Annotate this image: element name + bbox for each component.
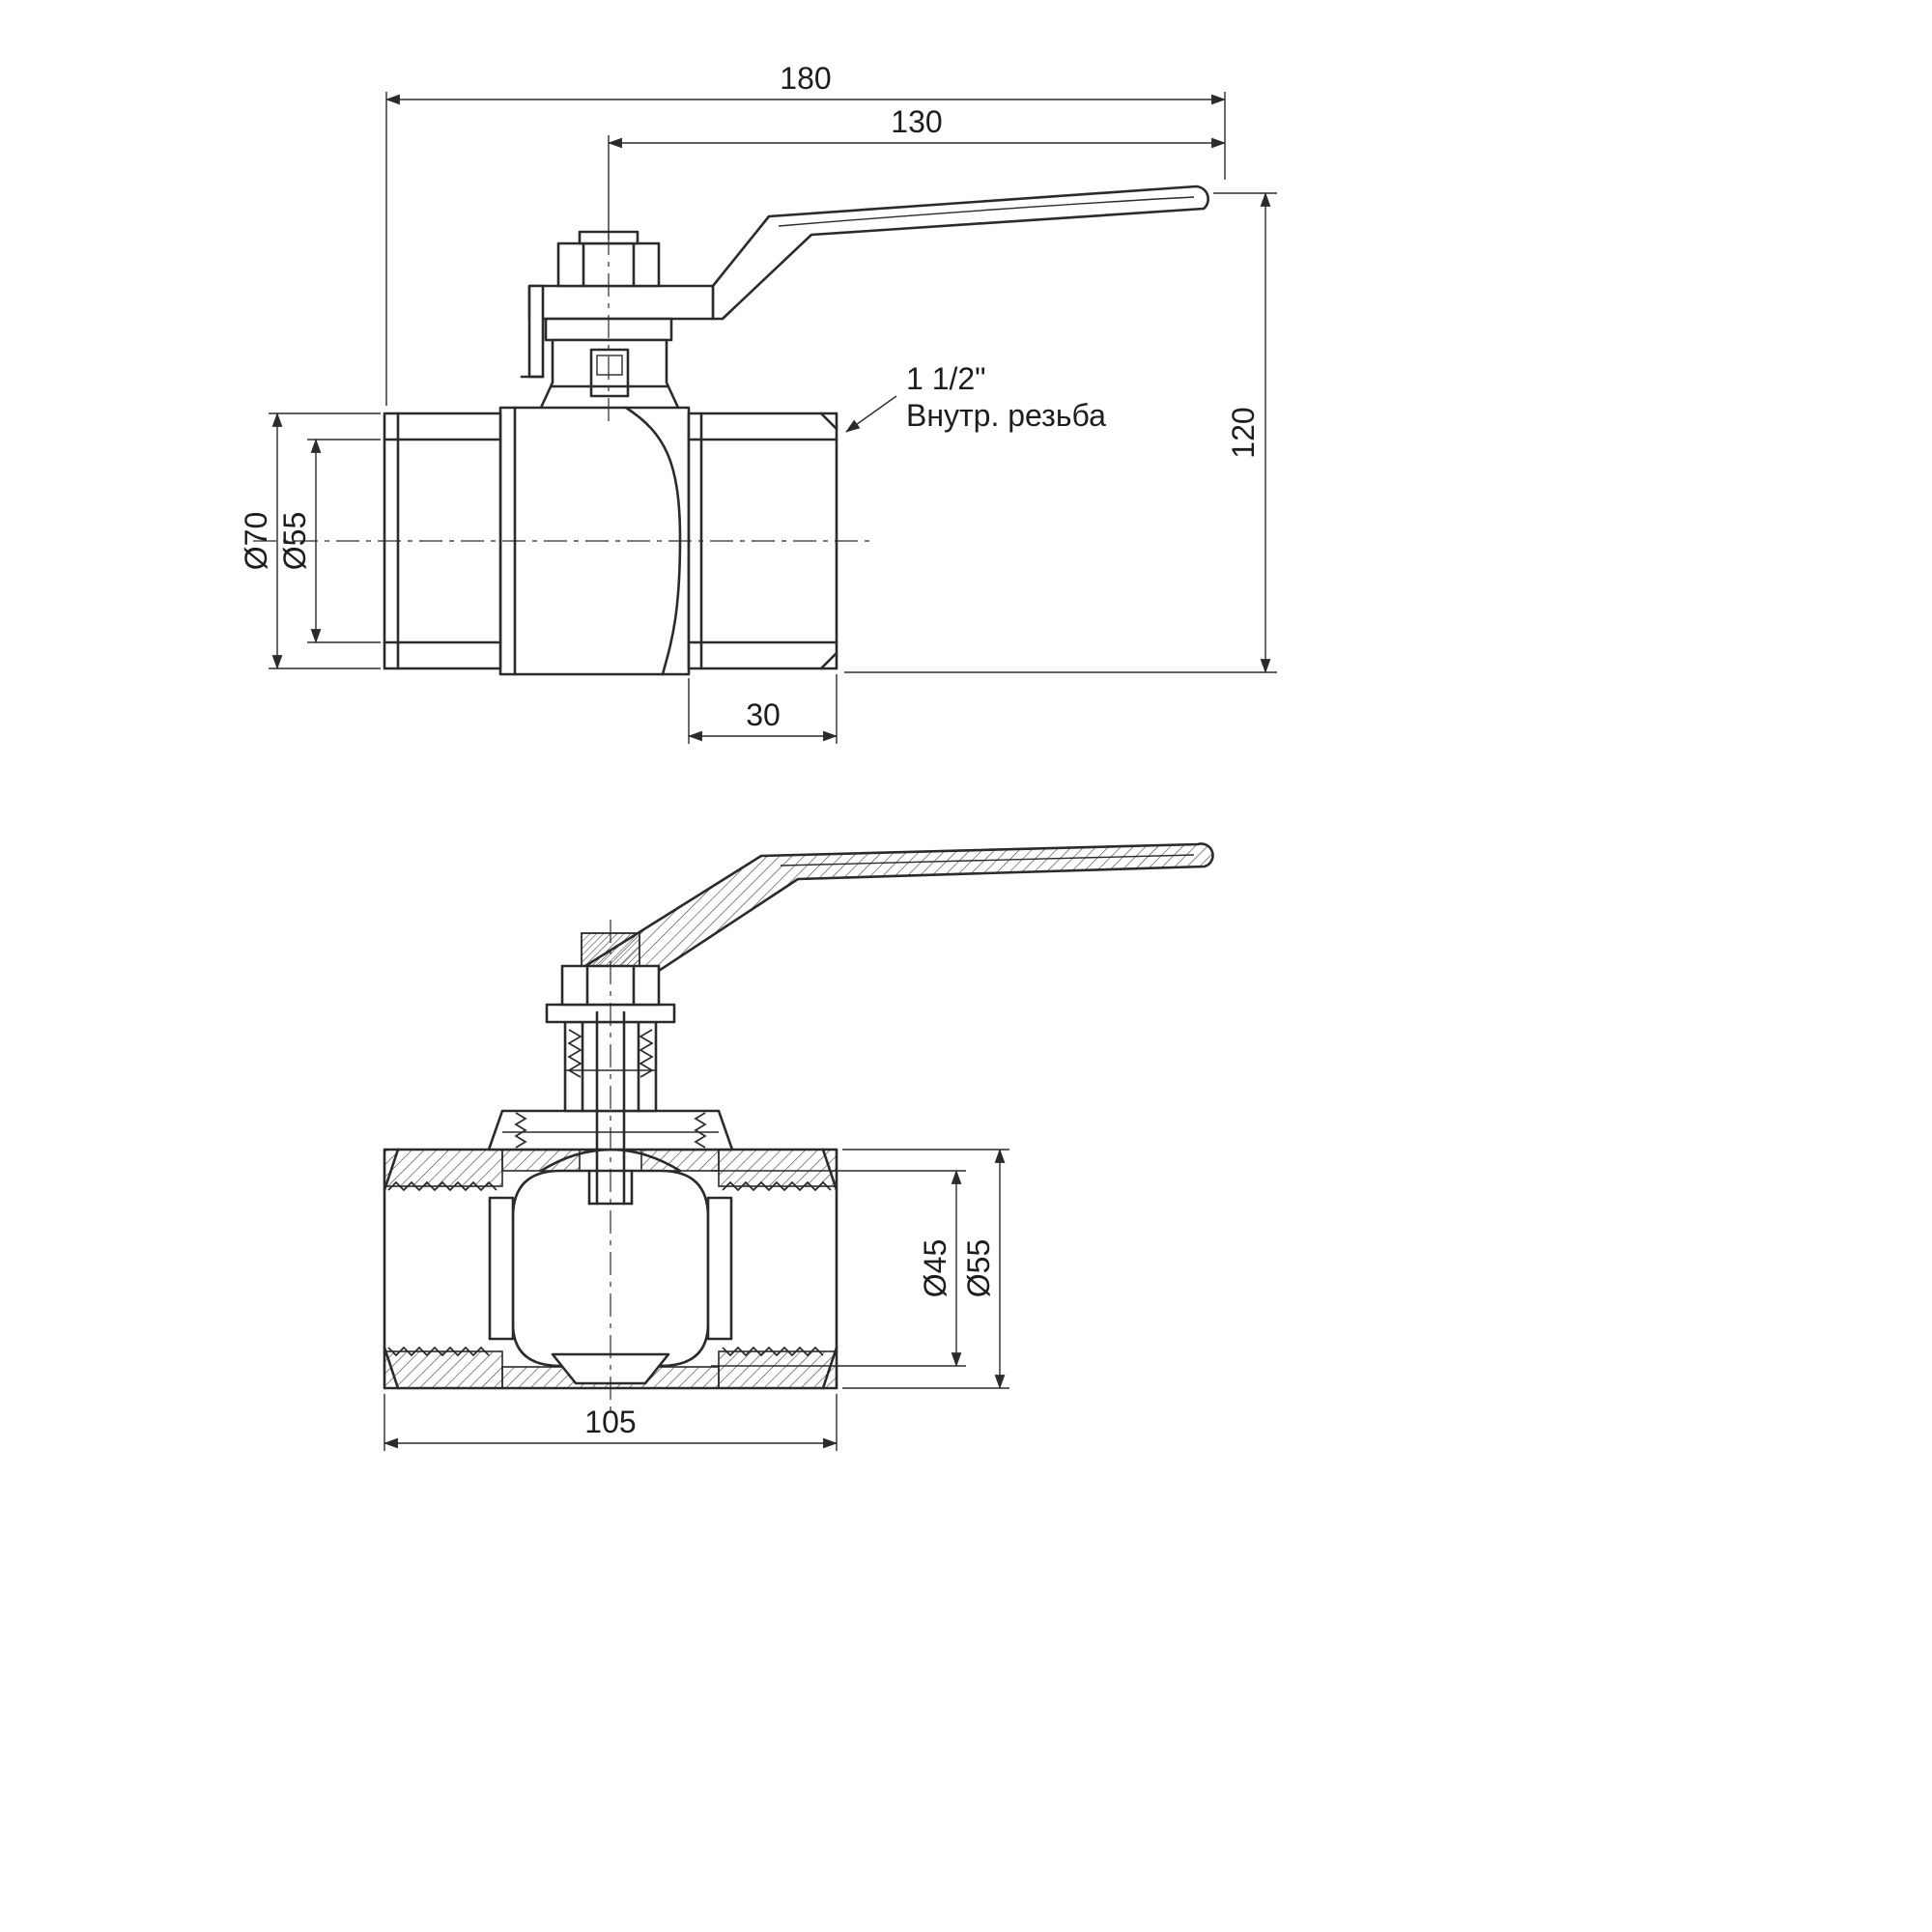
dim-body-length: 105 (383, 1394, 838, 1451)
dim-handle-length: 130 (607, 104, 1227, 240)
section-stem (545, 932, 676, 1206)
dim-port-depth-label: 30 (746, 697, 781, 732)
dim-outer-diameter-label: Ø70 (239, 512, 273, 570)
handle-stop-tab (527, 284, 545, 379)
side-view-centerlines (253, 232, 869, 542)
dim-port-depth: 30 (687, 674, 838, 744)
dim-height-label: 120 (1226, 407, 1261, 458)
thread-size-label: 1 1/2" (906, 361, 986, 396)
dim-bore-diameter: Ø55 (842, 1148, 1009, 1390)
section-handle-lever (583, 842, 1214, 993)
side-view-handle (520, 185, 1209, 379)
neck-detail (589, 348, 630, 398)
thread-annotation: 1 1/2" Внутр. резьба (845, 361, 1106, 433)
thread-type-label: Внутр. резьба (906, 398, 1106, 433)
dim-handle-length-label: 130 (891, 104, 942, 139)
handle-lever (711, 185, 1209, 321)
dim-nut-diameter-label: Ø55 (277, 512, 312, 570)
body-curve (624, 406, 682, 676)
dim-total-length-label: 180 (780, 61, 831, 96)
section-handle (583, 842, 1214, 993)
handle-base-plate (527, 284, 715, 321)
section-view: Ø45 Ø55 105 (383, 842, 1214, 1451)
seat-right (706, 1196, 733, 1341)
dim-outer-diameter: Ø70 (239, 412, 381, 670)
section-nut (560, 964, 661, 1007)
dim-ball-diameter-label: Ø45 (918, 1239, 952, 1297)
seat-left (488, 1196, 515, 1341)
dim-bore-diameter-label: Ø55 (961, 1239, 996, 1297)
dim-height: 120 (844, 191, 1277, 674)
body-neck (539, 338, 680, 409)
section-body (383, 1148, 838, 1390)
dim-total-length: 180 (384, 61, 1227, 406)
dim-body-length-label: 105 (584, 1405, 636, 1439)
side-view: 180 130 120 Ø70 Ø55 (239, 61, 1277, 744)
dim-ball-diameter: Ø45 (711, 1169, 966, 1368)
dim-nut-diameter: Ø55 (277, 438, 381, 644)
